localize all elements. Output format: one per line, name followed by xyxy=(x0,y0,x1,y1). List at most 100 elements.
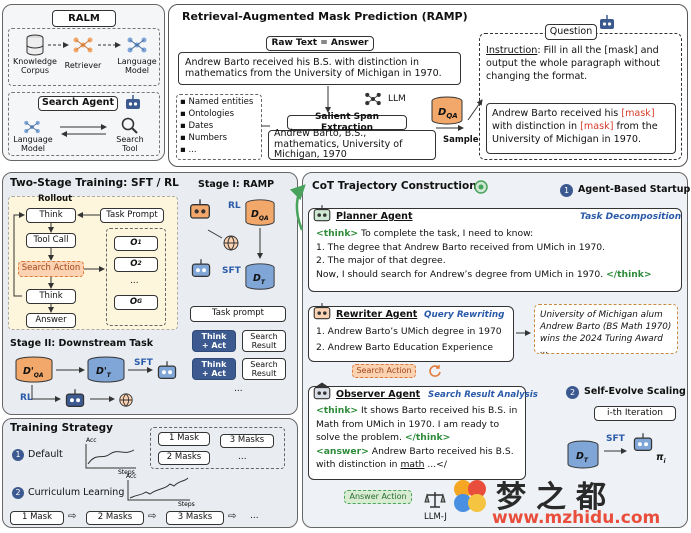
outputs-box xyxy=(106,228,166,326)
llm-icon xyxy=(365,92,381,106)
robot-icon-rewriter xyxy=(313,303,331,320)
stage1-dots: ... xyxy=(234,384,243,394)
masked-text-box: Andrew Barto received his [mask] with di… xyxy=(486,103,676,154)
self-evolve-label: Self-Evolve Scaling xyxy=(584,386,686,397)
rollout-arrows xyxy=(13,212,105,313)
think-act-2: Think + Act xyxy=(192,358,236,380)
mask-token: [mask] xyxy=(580,121,614,132)
language-model-label-2: Language Model xyxy=(13,135,53,153)
ralm-pipeline-box xyxy=(8,28,160,86)
robot-icon-sft xyxy=(191,259,211,277)
search-snippet-box: University of Michigan alum Andrew Barto… xyxy=(534,304,678,356)
planner-title: Planner Agent xyxy=(336,211,413,222)
dqa-label-stage1: DQA xyxy=(251,209,269,222)
sequence-step: 2 Masks xyxy=(86,511,144,525)
entity-type-item: ▪ Named entities xyxy=(180,97,254,107)
dt-cylinder-stage1 xyxy=(245,263,275,290)
observer-text: <think> It shows Barto received his B.S.… xyxy=(316,405,518,470)
default-label: Default xyxy=(28,449,63,460)
rewriter-line-2: 2. Andrew Barto Education Experience xyxy=(316,342,494,353)
tool-call-node: Tool Call xyxy=(26,233,76,248)
mask-options-box xyxy=(150,427,285,469)
sequence-arrow-icon: ⇨ xyxy=(148,511,157,522)
curriculum-curve: Acc Steps xyxy=(126,473,195,508)
search-agent-title: Search Agent xyxy=(38,96,118,111)
search-action-node: Search Action xyxy=(18,261,84,277)
database-icon xyxy=(26,34,44,56)
entity-type-item: ▪ ... xyxy=(180,145,197,155)
mask-token: [mask] xyxy=(621,108,655,119)
ramp-title: Retrieval-Augmented Mask Prediction (RAM… xyxy=(182,10,468,23)
mask-option: 1 Mask xyxy=(158,432,210,446)
dt-label-stage1: DT xyxy=(253,273,265,286)
search-analysis-label: Search Result Analysis xyxy=(428,390,538,400)
stage2-title: Stage II: Downstream Task xyxy=(10,338,154,349)
answer-action-tag: Answer Action xyxy=(344,490,412,504)
robot-icon-policy xyxy=(633,433,653,451)
globe-icon-2 xyxy=(119,393,133,407)
two-stage-title: Two-Stage Training: SFT / RL xyxy=(10,177,179,189)
sequence-step: ... xyxy=(250,511,259,521)
retriever-icon xyxy=(73,37,93,53)
stage2-arrows xyxy=(31,367,153,402)
raw-text-content: Andrew Barto received his B.S. with dist… xyxy=(178,52,461,85)
task-decomp-label: Task Decomposition xyxy=(580,212,682,222)
salient-span-content: Andrew Barto, B.S., mathematics, Univers… xyxy=(268,128,436,160)
robot-icon-question xyxy=(600,15,614,29)
curriculum-acc-label: Acc xyxy=(126,473,137,480)
robot-icon-planner xyxy=(313,205,331,222)
mask-option: 3 Masks xyxy=(220,434,274,448)
curriculum-label: Curriculum Learning xyxy=(28,487,125,498)
instruction-text: Instruction: Fill in all the [mask] and … xyxy=(486,44,678,83)
strategy-num-2: 2 xyxy=(12,487,24,499)
search-tool-label: Search Tool xyxy=(116,135,144,153)
rl-label-2: RL xyxy=(20,393,33,403)
search-tool-icon xyxy=(121,117,138,134)
instruction-head: Instruction xyxy=(486,45,538,56)
rl-label: RL xyxy=(228,201,241,211)
dqa-prime-cylinder xyxy=(15,356,53,383)
gear-icon xyxy=(474,180,488,194)
entity-type-item: ▪ Ontologies xyxy=(180,109,235,119)
language-model-icon-2 xyxy=(24,120,40,134)
task-prompt-box: Task prompt xyxy=(190,306,286,322)
rewriter-to-snippet-arrow xyxy=(516,330,531,336)
raw-text-label: Raw Text = Answer xyxy=(266,36,374,51)
salient-span-label: Salient Span Extraction xyxy=(287,112,407,133)
strategy-num-1: 1 xyxy=(12,449,24,461)
robot-icon xyxy=(126,95,140,109)
robot-icon-stage2-rl xyxy=(65,389,85,407)
outputs-dots: ... xyxy=(130,276,139,286)
dqa-label: DQA xyxy=(438,107,458,120)
robot-icon-stage1 xyxy=(190,199,210,219)
ith-iteration-box: i-th Iteration xyxy=(594,406,676,421)
dt-prime-label: D'T xyxy=(96,366,111,379)
entity-type-item: ▪ Numbers xyxy=(180,133,228,143)
agent-startup-label: Agent-Based Startup xyxy=(578,184,691,195)
question-label: Question xyxy=(545,24,597,40)
mask-option: 2 Masks xyxy=(158,451,210,465)
sequence-step: 1 Mask xyxy=(10,511,64,525)
ralm-title: RALM xyxy=(52,10,116,27)
llm-judge-label: LLM-J xyxy=(424,512,447,522)
planner-card xyxy=(308,208,682,292)
watermark-url: www.mzhidu.com xyxy=(492,508,661,528)
ralm-arrows xyxy=(48,42,121,48)
swap-arrows xyxy=(60,124,107,137)
sft-arrow-cot xyxy=(604,448,627,454)
answer-node: Answer xyxy=(26,313,76,328)
llm-label: LLM xyxy=(388,94,406,104)
think-node-2: Think xyxy=(26,289,76,304)
search-action-tag: Search Action xyxy=(352,364,416,378)
watermark-logo-icon xyxy=(454,480,486,512)
search-result-2: Search Result xyxy=(242,358,286,380)
self-evolve-num: 2 xyxy=(566,386,579,399)
cot-title: CoT Trajectory Construction xyxy=(312,180,477,192)
scale-icon xyxy=(424,492,446,508)
default-curve: Acc Steps xyxy=(85,437,136,476)
curriculum-steps-label: Steps xyxy=(178,501,195,508)
think-act-1: Think + Act xyxy=(192,330,236,352)
